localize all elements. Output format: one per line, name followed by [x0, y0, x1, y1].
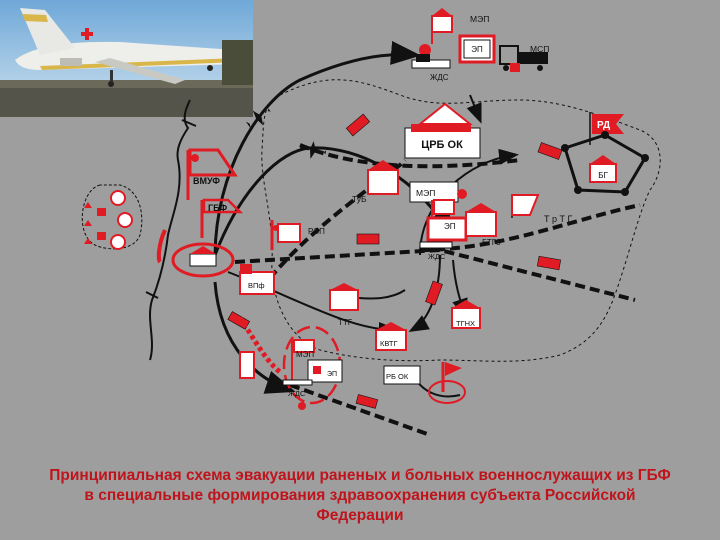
- crb-ok-label: ЦРБ ОК: [421, 139, 463, 151]
- caption-line: Федерации: [10, 506, 710, 526]
- node-dot: [561, 144, 569, 152]
- airplane-icon: [243, 103, 275, 133]
- kvtg-roof: [376, 322, 406, 330]
- rd-label: РД: [597, 120, 610, 131]
- zhds-bottom-label: ЖДС: [288, 389, 306, 398]
- kvtg-label: КВТГ: [380, 339, 398, 348]
- node-dot: [641, 154, 649, 162]
- zhds-top-label: ЖДС: [430, 73, 449, 82]
- mep-top-node: [432, 8, 452, 44]
- gbf-unit-cluster: [82, 185, 142, 249]
- mep-bottom-label: МЭП: [296, 350, 314, 359]
- vpf-label: ВПф: [248, 281, 265, 290]
- diagram-caption: Принципиальная схема эвакуации раненых и…: [10, 466, 710, 526]
- ambulance-marker: [538, 143, 562, 160]
- tub-box: [368, 170, 398, 194]
- ambulance-marker: [357, 234, 379, 244]
- rep-flag: [272, 220, 300, 250]
- ep-top-label: ЭП: [471, 45, 483, 54]
- ep-bottom-label: ЭП: [327, 371, 337, 378]
- medical-post-icon: [240, 352, 254, 378]
- node-dot: [621, 188, 629, 196]
- ttg-label: ТТГ: [338, 318, 353, 327]
- evacuation-arrow: [470, 95, 480, 120]
- btgz-box: [466, 212, 496, 236]
- node-dot: [574, 186, 582, 194]
- node-dot: [601, 131, 609, 139]
- bg-roof: [590, 155, 616, 164]
- caption-line: Принципиальная схема эвакуации раненых и…: [10, 466, 710, 486]
- front-line-tick: [182, 120, 196, 126]
- zhds-center-label: ЖДС: [428, 252, 446, 261]
- msp-label: МСП: [530, 44, 549, 54]
- vmuf-flag-icon: [188, 150, 235, 200]
- caption-line: в специальные формирования здравоохранен…: [10, 486, 710, 506]
- red-flag-ellipse: [429, 381, 465, 403]
- marker-dot: [298, 402, 306, 410]
- ttg-roof: [330, 283, 358, 290]
- ambulance-marker: [537, 256, 560, 270]
- ambulance-marker: [426, 281, 443, 305]
- rep-label: РЭП: [308, 227, 325, 236]
- ambulance-marker: [346, 114, 369, 136]
- trtg-flag: [512, 195, 538, 218]
- zhds-center-platform: [420, 242, 452, 248]
- ttg-box: [330, 290, 358, 310]
- front-line: [150, 100, 190, 360]
- front-line-tick: [146, 292, 158, 298]
- gbf-label: ГБФ: [208, 203, 227, 213]
- tgnh-label: ТГНХ: [456, 319, 475, 328]
- train-icon: [416, 54, 430, 62]
- ambulance-marker: [356, 395, 378, 409]
- ep-bottom-marker: [313, 366, 321, 374]
- mep-center-label: МЭП: [416, 188, 435, 198]
- tub-label: ТуБ: [352, 194, 367, 204]
- red-flag-icon: [443, 362, 462, 392]
- railway-line: [290, 385, 430, 435]
- vmuf-label: ВМУФ: [193, 176, 220, 186]
- crb-ok-roof-shape: [420, 104, 470, 124]
- rb-ok-label: РБ ОК: [386, 372, 409, 381]
- zhds-bottom-platform: [283, 380, 312, 385]
- vpf-marker: [240, 264, 252, 274]
- btgz-roof: [466, 203, 496, 212]
- tgnh-roof: [452, 300, 480, 308]
- bg-label: БГ: [598, 171, 608, 180]
- ep-center-label: ЭП: [444, 222, 456, 231]
- marker-dot: [457, 189, 467, 199]
- gbf-hospital-roof: [190, 246, 216, 254]
- crb-ok-roof: [411, 124, 471, 132]
- mep-top-label: МЭП: [470, 14, 489, 24]
- btgz-label: БТГЗ: [482, 238, 501, 247]
- ambulance-markers: [228, 114, 562, 408]
- trtg-label: Т р Т Г: [544, 214, 573, 224]
- gbf-hospital-box: [190, 254, 216, 266]
